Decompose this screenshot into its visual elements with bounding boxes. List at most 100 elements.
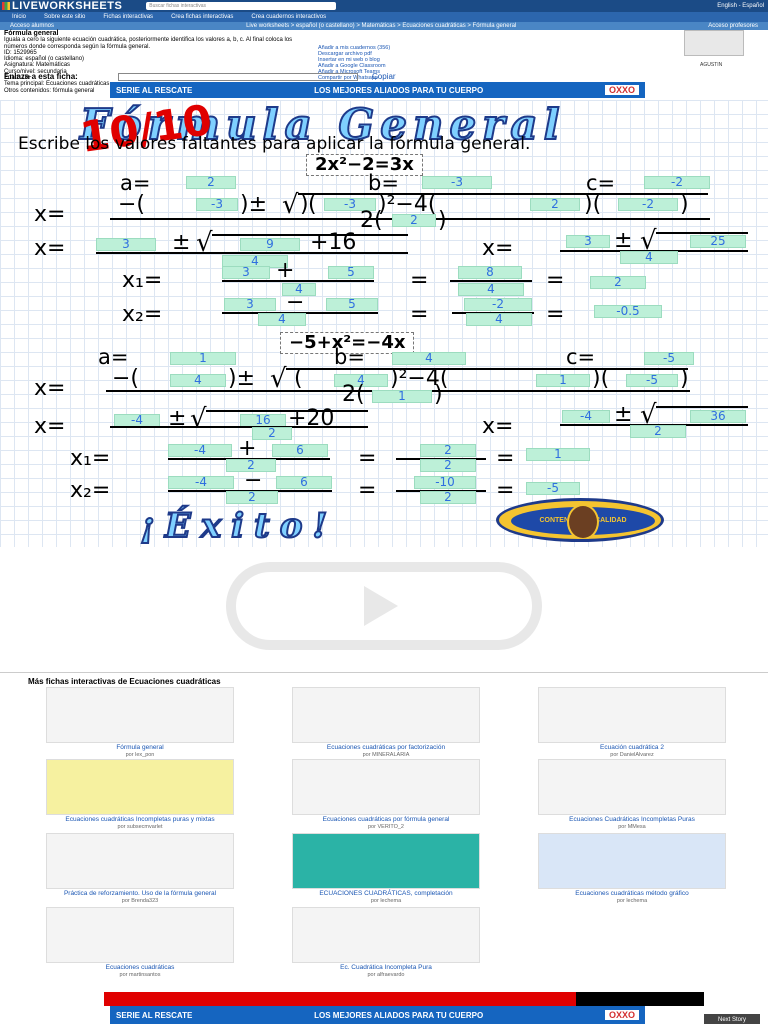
access-teachers-link[interactable]: Acceso profesores — [708, 23, 758, 29]
breadcrumb[interactable]: Live worksheets > español (o castellano)… — [246, 23, 517, 29]
answer-field[interactable]: -5 — [526, 482, 580, 495]
search-input[interactable]: Buscar fichas interactivas — [146, 2, 337, 10]
answer-field[interactable]: -4 — [168, 476, 234, 489]
worksheet-thumbnail[interactable] — [46, 907, 234, 963]
answer-field[interactable]: 1 — [536, 374, 590, 387]
related-worksheet[interactable]: Ecuaciones cuadráticas por fórmula gener… — [274, 759, 498, 830]
answer-field[interactable]: 2 — [420, 459, 476, 472]
language-selector[interactable]: English - Español — [717, 3, 764, 9]
answer-field[interactable]: 4 — [392, 352, 466, 365]
answer-field[interactable]: 36 — [690, 410, 746, 423]
action-embed[interactable]: Insertar en mi web o blog — [318, 57, 380, 63]
worksheet-thumbnail[interactable] — [292, 833, 480, 889]
answer-field[interactable]: 2 — [630, 425, 686, 438]
action-add-notebook[interactable]: Añadir a mis cuadernos (356) — [318, 45, 391, 51]
answer-field[interactable]: 6 — [276, 476, 332, 489]
worksheet-thumbnail[interactable] — [46, 759, 234, 815]
answer-field[interactable]: -5 — [626, 374, 678, 387]
answer-field[interactable]: -4 — [562, 410, 610, 423]
answer-field[interactable]: 5 — [328, 266, 374, 279]
answer-field[interactable]: 2 — [226, 491, 278, 504]
worksheet-thumbnail[interactable] — [538, 687, 726, 743]
answer-field[interactable]: 2 — [186, 176, 236, 189]
related-worksheet[interactable]: Ecuaciones Cuadráticas Incompletas Puras… — [520, 759, 744, 830]
related-worksheet[interactable]: ECUACIONES CUADRÁTICAS, completación por… — [274, 833, 498, 904]
action-whatsapp[interactable]: Compartir por Whatsapp — [318, 75, 378, 81]
answer-field[interactable]: 2 — [226, 459, 276, 472]
related-worksheet[interactable]: Ecuaciones cuadráticas Incompletas puras… — [28, 759, 252, 830]
worksheet-thumbnail[interactable] — [46, 687, 234, 743]
answer-field[interactable]: 4 — [620, 251, 678, 264]
ad-banner-bottom[interactable]: SERIE AL RESCATE LOS MEJORES ALIADOS PAR… — [110, 1006, 645, 1024]
ad-banner-top[interactable]: SERIE AL RESCATE LOS MEJORES ALIADOS PAR… — [110, 82, 645, 98]
play-icon[interactable] — [364, 586, 398, 626]
nav-crea-cuadernos[interactable]: Crea cuadernos interactivos — [251, 14, 327, 20]
related-worksheet[interactable]: Ec. Cuadrática Incompleta Pura por alfra… — [274, 907, 498, 978]
answer-field[interactable]: 3 — [222, 266, 270, 279]
related-worksheet[interactable]: Ecuación cuadrática 2 por DanielAlvarez — [520, 687, 744, 758]
nav-crea-fichas[interactable]: Crea fichas interactivas — [171, 14, 234, 20]
nav-sobre[interactable]: Sobre este sitio — [44, 14, 86, 20]
nav-inicio[interactable]: Inicio — [12, 14, 27, 20]
related-worksheet[interactable]: Fórmula general por lex_pon — [28, 687, 252, 758]
answer-field[interactable]: 4 — [282, 283, 316, 296]
ad-strip-black[interactable] — [576, 992, 704, 1006]
worksheet-thumbnail[interactable] — [292, 687, 480, 743]
answer-field[interactable]: 8 — [458, 266, 522, 279]
logo-icon — [2, 2, 10, 10]
answer-field[interactable]: 6 — [272, 444, 328, 457]
site-logo[interactable]: LIVEWORKSHEETS — [0, 0, 122, 12]
answer-field[interactable]: 3 — [566, 235, 610, 248]
answer-field[interactable]: 3 — [224, 298, 276, 311]
author-avatar[interactable] — [684, 30, 744, 56]
answer-field[interactable]: 1 — [372, 390, 432, 403]
worksheet-thumbnail[interactable] — [292, 759, 480, 815]
action-microsoft-teams[interactable]: Añadir a Microsoft Teams — [318, 69, 380, 75]
answer-field[interactable]: 3 — [96, 238, 156, 251]
answer-field[interactable]: 1 — [170, 352, 236, 365]
worksheet-thumbnail[interactable] — [538, 759, 726, 815]
answer-field[interactable]: -4 — [168, 444, 232, 457]
answer-field[interactable]: -3 — [324, 198, 376, 211]
answer-field[interactable]: -2 — [618, 198, 678, 211]
nav-fichas[interactable]: Fichas interactivas — [103, 14, 154, 20]
worksheet-thumbnail[interactable] — [46, 833, 234, 889]
answer-field[interactable]: 2 — [392, 214, 436, 227]
related-worksheet[interactable]: Ecuaciones cuadráticas por martinsantos — [28, 907, 252, 978]
author-name[interactable]: AGUSTIN — [700, 62, 723, 68]
action-google-classroom[interactable]: Añadir a Google Classroom — [318, 63, 386, 69]
ad-strip-red[interactable] — [104, 992, 576, 1006]
answer-field[interactable]: -10 — [414, 476, 476, 489]
answer-field[interactable]: -2 — [644, 176, 710, 189]
related-worksheet[interactable]: Práctica de reforzamiento. Uso de la fór… — [28, 833, 252, 904]
answer-field[interactable]: 2 — [530, 198, 580, 211]
related-worksheet[interactable]: Ecuaciones cuadráticas método gráfico po… — [520, 833, 744, 904]
answer-field[interactable]: 2 — [252, 427, 292, 440]
next-story-button[interactable]: Next Story — [704, 1014, 760, 1024]
action-download-pdf[interactable]: Descargar archivo pdf — [318, 51, 372, 57]
answer-field[interactable]: -3 — [422, 176, 492, 189]
answer-field[interactable]: -3 — [196, 198, 238, 211]
video-player-frame[interactable] — [226, 562, 542, 650]
answer-field[interactable]: -0.5 — [594, 305, 662, 318]
answer-field[interactable]: 9 — [240, 238, 300, 251]
answer-field[interactable]: 2 — [590, 276, 646, 289]
answer-field[interactable]: 4 — [334, 374, 388, 387]
answer-field[interactable]: 2 — [420, 491, 476, 504]
answer-field[interactable]: 2 — [420, 444, 476, 457]
answer-field[interactable]: 4 — [170, 374, 226, 387]
answer-field[interactable]: 4 — [258, 313, 306, 326]
answer-field[interactable]: 4 — [466, 313, 532, 326]
answer-field[interactable]: -2 — [464, 298, 532, 311]
answer-field[interactable]: 25 — [690, 235, 746, 248]
worksheet-thumbnail[interactable] — [292, 907, 480, 963]
copy-button[interactable]: Copiar — [372, 72, 396, 81]
answer-field[interactable]: 5 — [326, 298, 378, 311]
worksheet-thumbnail[interactable] — [538, 833, 726, 889]
embed-url-input[interactable] — [118, 73, 358, 81]
related-worksheet[interactable]: Ecuaciones cuadráticas por factorización… — [274, 687, 498, 758]
answer-field[interactable]: 1 — [526, 448, 590, 461]
access-students-link[interactable]: Acceso alumnos — [10, 23, 55, 29]
answer-field[interactable]: 4 — [458, 283, 524, 296]
answer-field[interactable]: -5 — [644, 352, 694, 365]
